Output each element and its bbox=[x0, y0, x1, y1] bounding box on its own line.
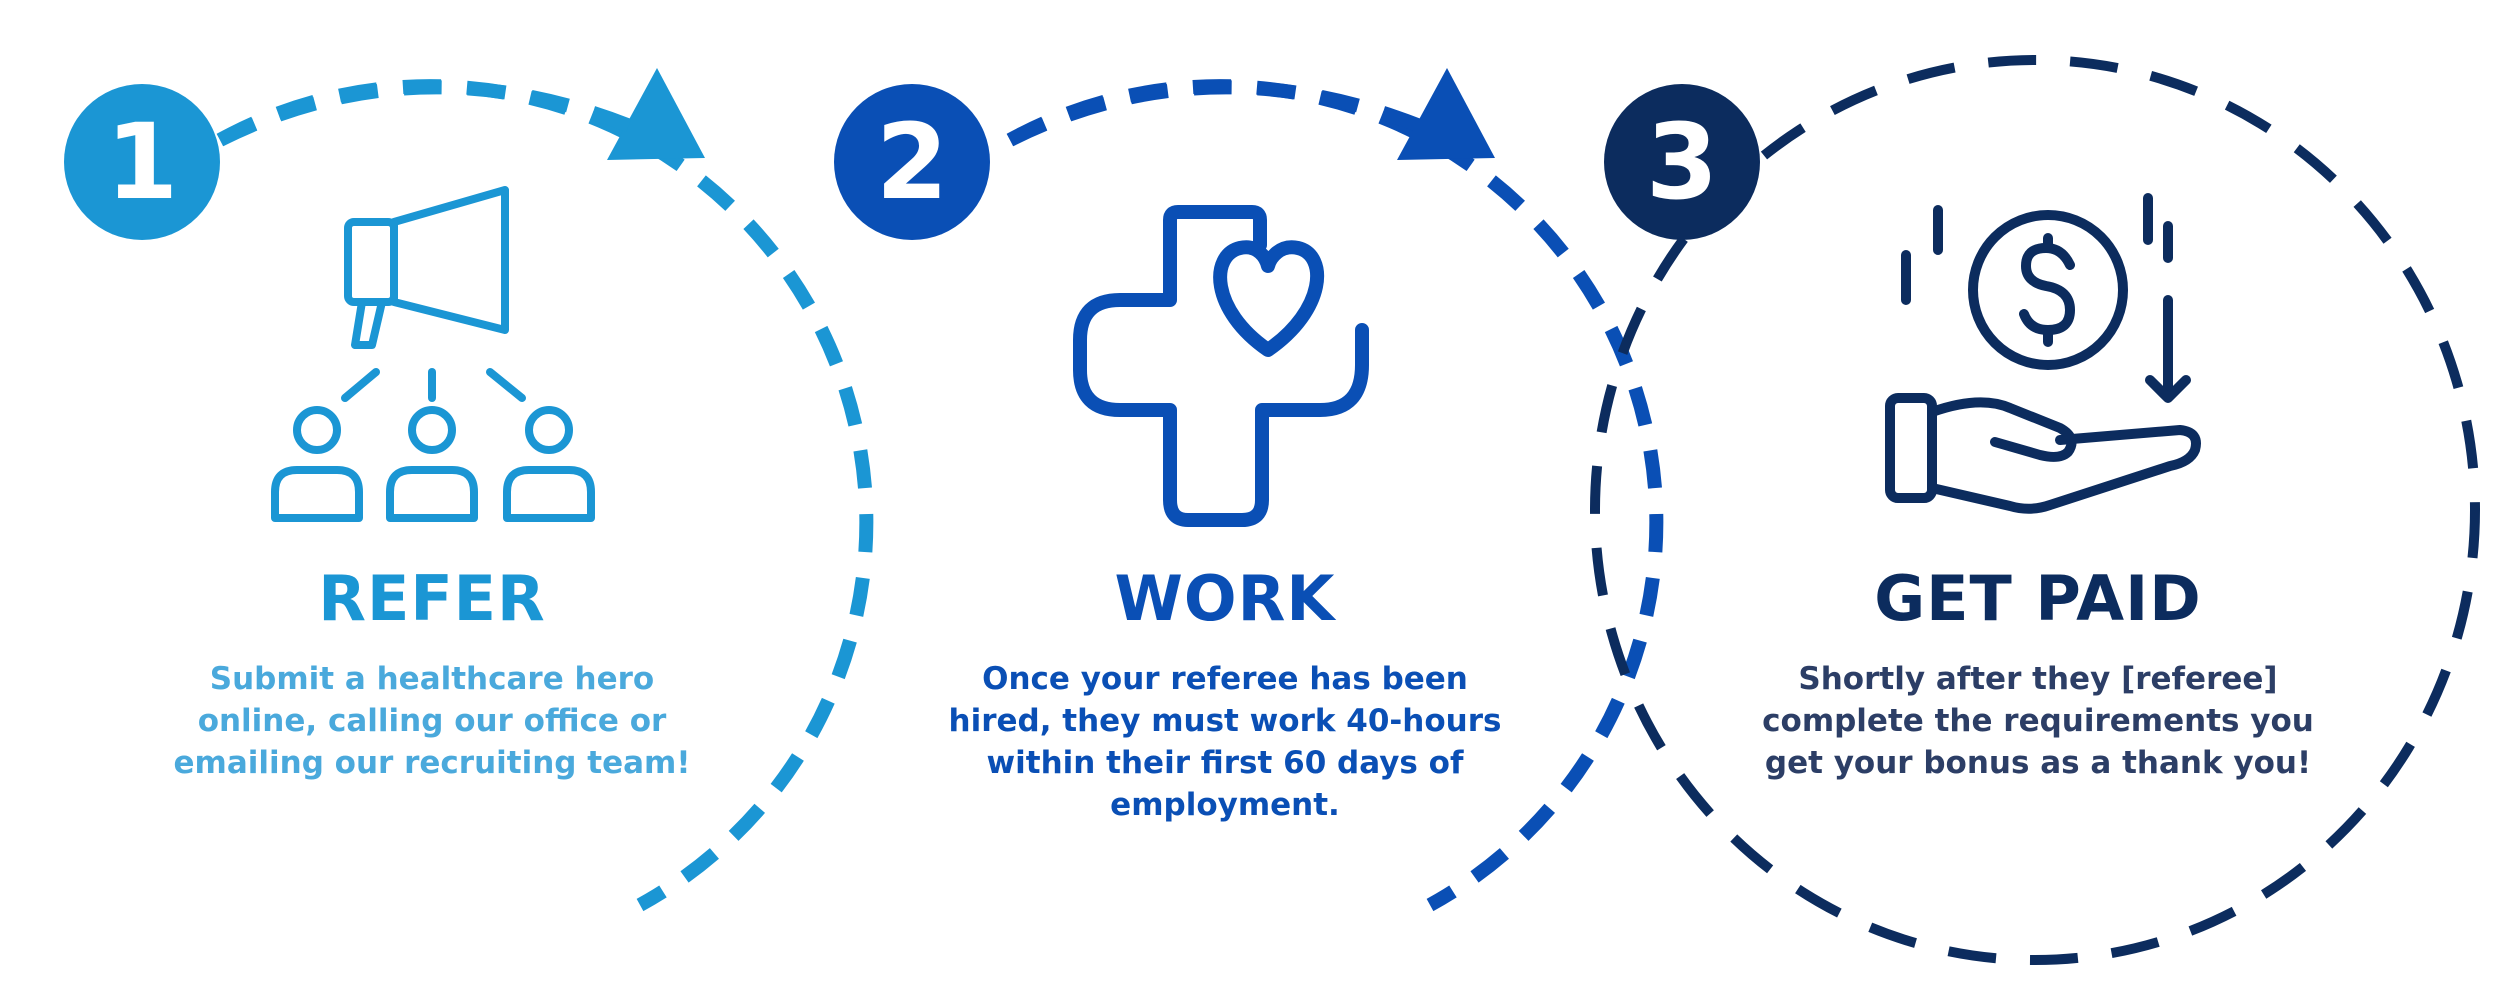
step-1-number-badge: 1 bbox=[64, 84, 220, 240]
medical-cross-heart-icon bbox=[1073, 205, 1369, 527]
step-2-description: Once your referee has been hired, they m… bbox=[948, 661, 1502, 823]
step-1-description: Submit a healthcare hero online, calling… bbox=[173, 661, 691, 781]
step-1-dashed-loop-top bbox=[216, 80, 643, 147]
step-1-title: REFER bbox=[318, 562, 546, 635]
step-2-dashed-loop-top bbox=[1006, 80, 1433, 147]
step-3-description: Shortly after they [referee] complete th… bbox=[1762, 661, 2314, 781]
step-3-number-badge: 3 bbox=[1604, 84, 1760, 240]
step-1-arrowhead bbox=[607, 68, 705, 160]
step-3-title: GET PAID bbox=[1874, 562, 2202, 635]
megaphone-people-icon bbox=[271, 186, 595, 522]
hand-receiving-coin-icon bbox=[1885, 193, 2201, 514]
step-2-arrowhead bbox=[1397, 68, 1495, 160]
step-2-title: WORK bbox=[1114, 562, 1336, 635]
step-3-dashed-loop bbox=[1590, 55, 2480, 965]
step-2-number-badge: 2 bbox=[834, 84, 990, 240]
